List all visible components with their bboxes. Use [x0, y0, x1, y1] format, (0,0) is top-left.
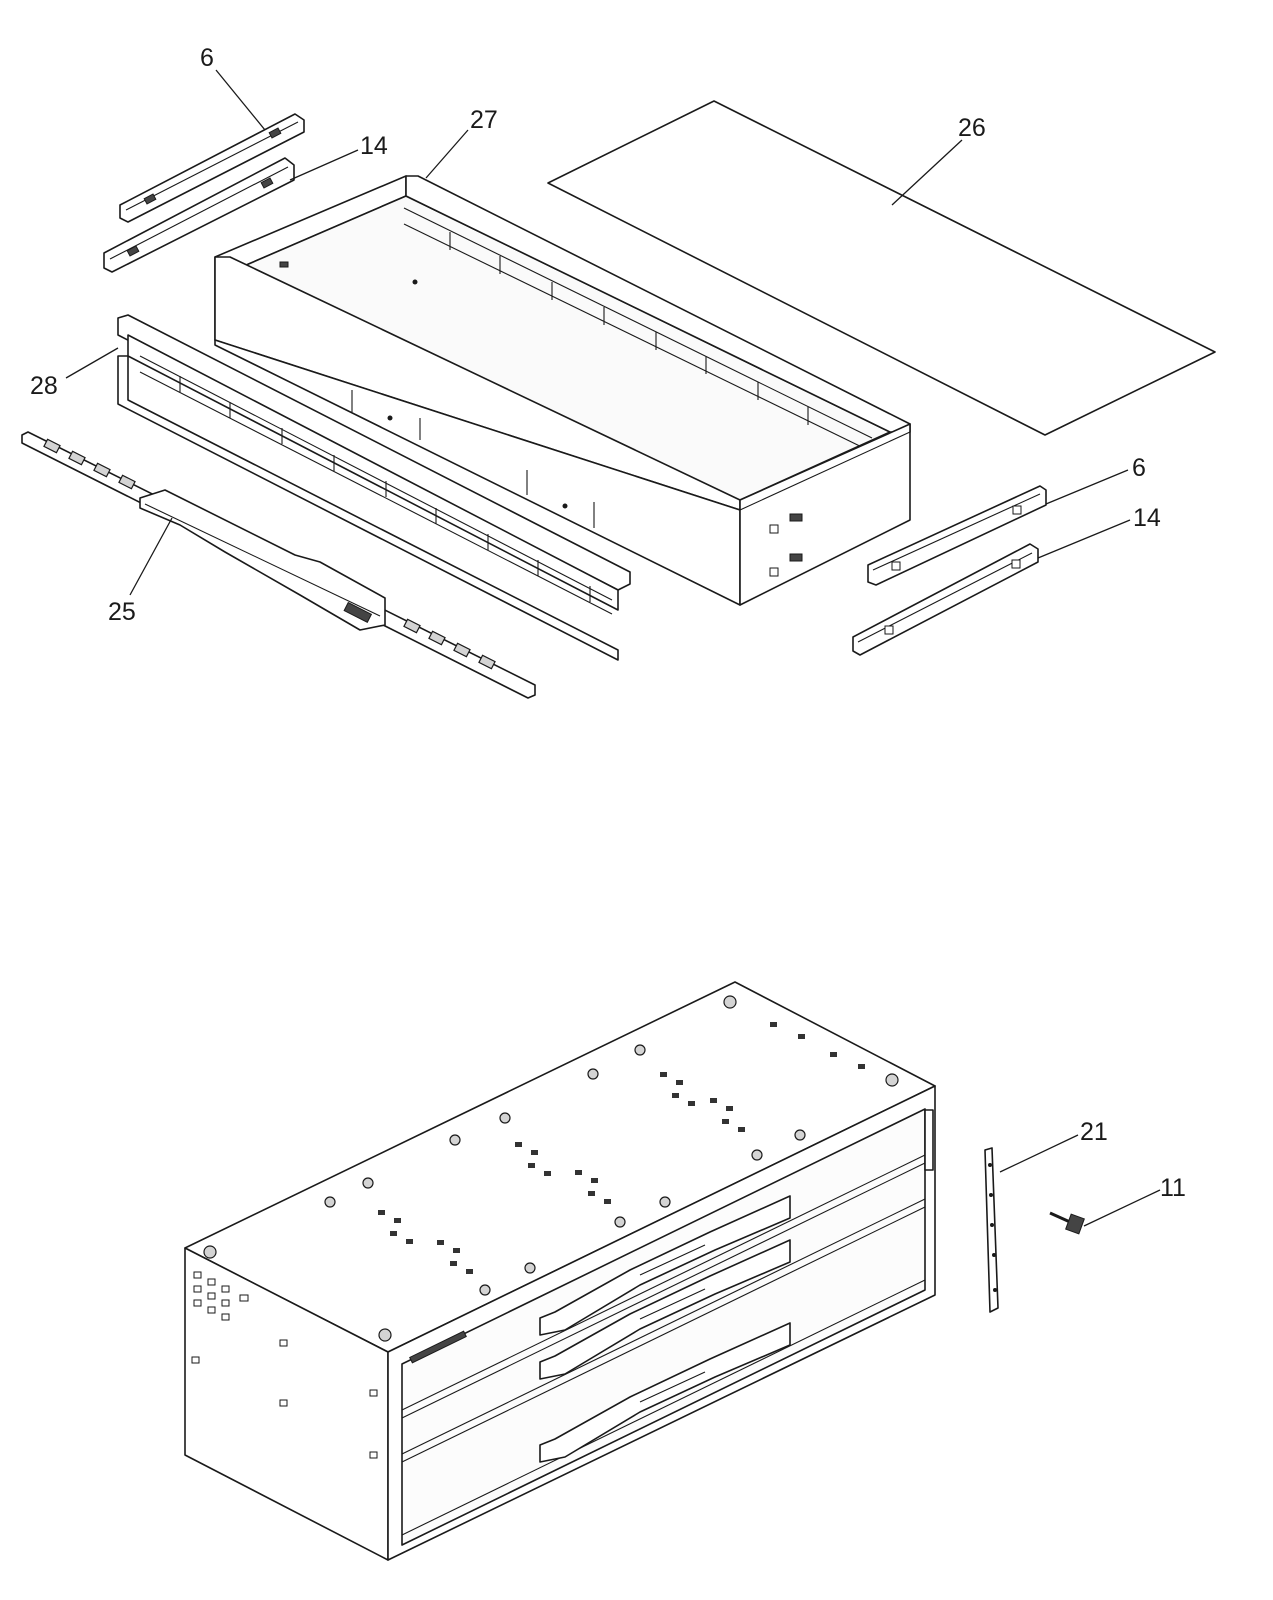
cabinet-drawer-handle-1 — [539, 1195, 791, 1336]
callout-6-right: 6 — [1132, 454, 1146, 482]
callout-26: 26 — [958, 114, 986, 142]
callout-14-right: 14 — [1133, 504, 1161, 532]
callout-11: 11 — [1160, 1174, 1186, 1202]
cabinet-drawer-handle-2 — [539, 1239, 791, 1380]
cabinet-drawer-handle-3 — [539, 1322, 791, 1463]
part-27-drawer-body — [214, 175, 911, 606]
callout-14-top-left: 14 — [360, 132, 388, 160]
callout-28: 28 — [30, 372, 58, 400]
part-28-divider-rail — [117, 314, 631, 661]
part-14-slide-member-left — [103, 157, 295, 273]
assembled-cabinet — [184, 981, 936, 1561]
callout-labels: 6 14 27 26 28 25 6 14 21 11 — [30, 44, 1186, 1202]
part-26-liner-panel — [547, 100, 1216, 436]
callout-25: 25 — [108, 598, 136, 626]
part-6-slide-right — [867, 485, 1047, 586]
callout-6-top-left: 6 — [200, 44, 214, 72]
part-6-slide-left — [119, 113, 305, 223]
part-21-lock-bar — [984, 1147, 999, 1313]
cabinet-top-holes — [203, 995, 899, 1342]
callout-21: 21 — [1080, 1118, 1108, 1146]
cabinet-side-holes — [191, 1271, 378, 1459]
callout-27: 27 — [470, 106, 498, 134]
leader-lines — [65, 69, 1161, 1227]
part-11-lock — [1049, 1211, 1085, 1235]
part-25-drawer-front-handle — [21, 431, 536, 699]
part-14-slide-member-right — [852, 543, 1039, 656]
